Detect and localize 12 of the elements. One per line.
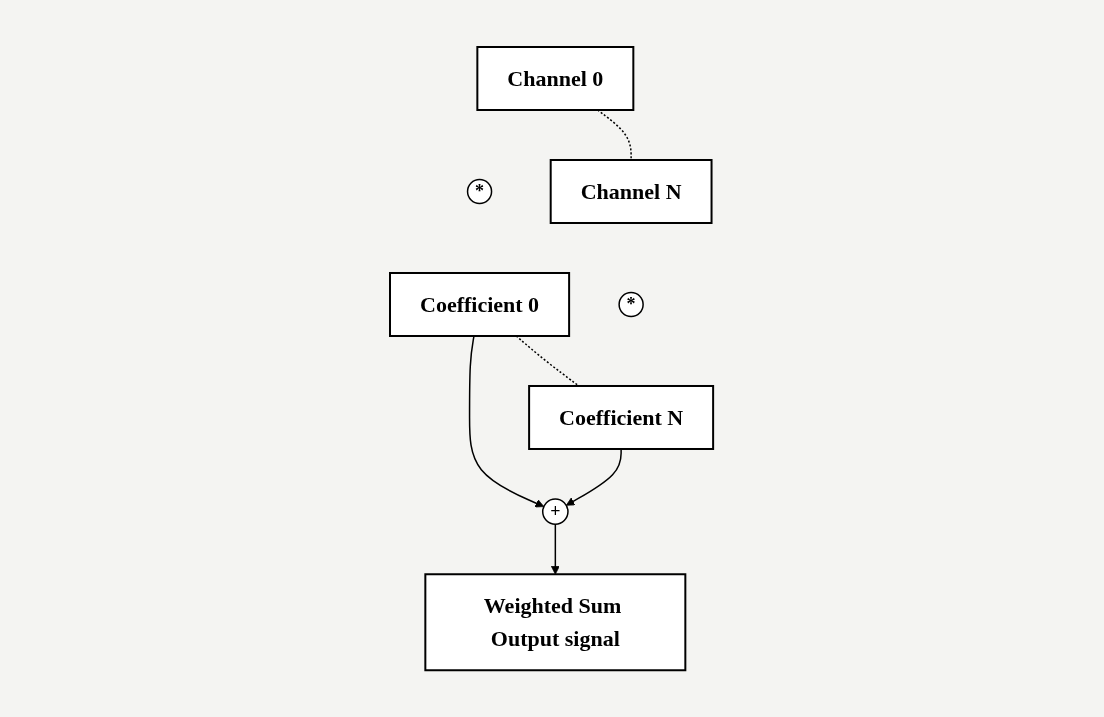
arrow [469,335,545,508]
node-box: Channel N [550,158,713,224]
node-circle: * [467,178,493,205]
node-circle: + [542,498,570,525]
node-box: Coefficient N [528,384,715,450]
node-circle: * [618,291,645,318]
arrow [566,448,623,506]
node-box: Channel 0 [476,45,635,111]
node-box: Weighted Sum Output signal [424,573,687,672]
node-box: Coefficient 0 [389,271,571,337]
connector [597,109,633,161]
arrow [551,523,561,575]
